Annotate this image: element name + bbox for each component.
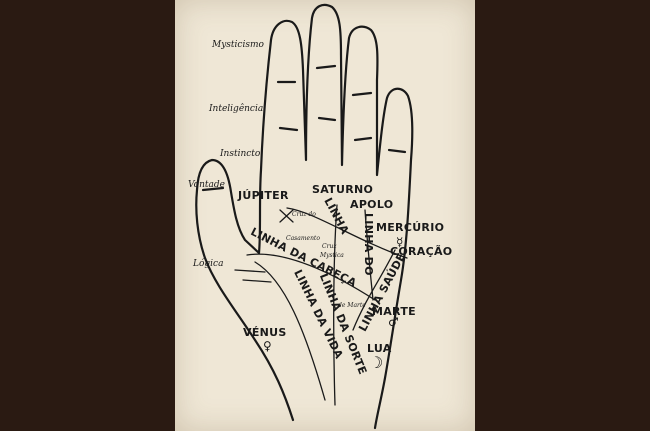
mercury-symbol-icon: ☿ [396, 235, 404, 249]
finger-crease-4 [317, 116, 337, 122]
label-inteligencia: Inteligência [209, 104, 264, 114]
label-lua: LUA [367, 342, 392, 355]
finger-crease-3 [315, 64, 337, 70]
label-apolo: APOLO [350, 198, 394, 211]
venus-symbol-icon: ♀ [263, 339, 272, 353]
label-vontade: Vontade [188, 180, 225, 190]
label-marte: MARTE [372, 305, 416, 318]
moon-symbol-icon: ☽ [369, 353, 384, 372]
sun-line [364, 209, 374, 301]
label-mystica: Mystica [320, 252, 344, 259]
label-cruz: Cruz [322, 243, 337, 250]
mars-symbol-icon: ♂ [388, 315, 399, 329]
palmistry-paper [175, 0, 475, 431]
label-venus: VÉNUS [243, 326, 287, 339]
head-line [246, 253, 376, 301]
label-saturno: SATURNO [312, 183, 374, 196]
finger-crease-6 [353, 136, 373, 142]
label-logica: Lógica [193, 259, 224, 269]
cross-mark [279, 209, 294, 223]
label-jupiter: JÚPITER [238, 189, 289, 202]
label-casamento: Casamento [286, 235, 320, 242]
thumb-crease [201, 186, 225, 192]
finger-crease-2 [278, 126, 299, 132]
hand-outline [195, 3, 414, 430]
label-coracao: CORAÇÃO [390, 245, 453, 258]
label-instincto: Instincto [220, 149, 261, 159]
life-line [254, 261, 326, 401]
label-linha-do: LINHA DO [362, 213, 375, 276]
label-de-marte: de Marte [338, 302, 366, 309]
fate-line [333, 204, 338, 406]
health-line [352, 249, 396, 331]
hand-illustration [195, 3, 414, 430]
label-mysticismo: Mysticismo [212, 40, 264, 50]
label-mercurio: MERCÚRIO [376, 221, 445, 234]
wrist-lines [234, 269, 272, 283]
finger-crease-7 [387, 148, 407, 154]
heart-line [286, 207, 408, 259]
finger-crease-5 [351, 91, 373, 97]
label-cruz-do: Cruz do [292, 211, 316, 218]
